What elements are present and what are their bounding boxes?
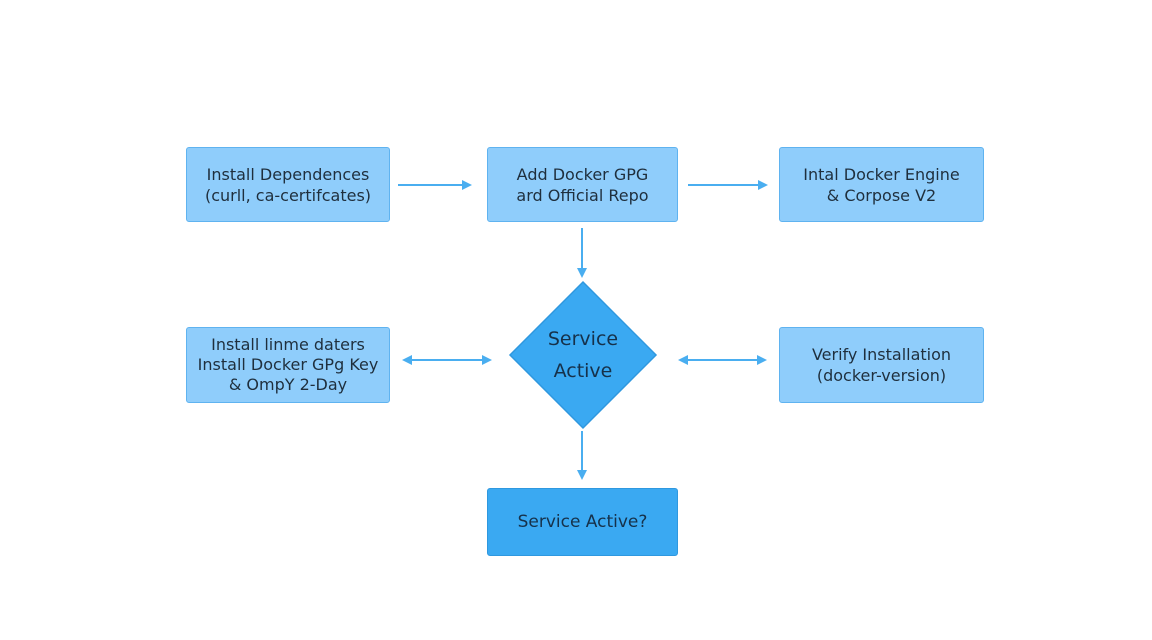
verify-installation-node: Verify Installation (docker-version) (779, 327, 984, 403)
add-docker-gpg-node: Add Docker GPG ard Official Repo (487, 147, 678, 222)
install-dependencies-node: Install Dependences (curll, ca-certifcat… (186, 147, 390, 222)
install-updates-node: Install linme daters Install Docker GPg … (186, 327, 390, 403)
service-active-question-node: Service Active? (487, 488, 678, 556)
install-docker-engine-node: Intal Docker Engine & Corpose V2 (779, 147, 984, 222)
service-active-diamond (508, 280, 658, 430)
